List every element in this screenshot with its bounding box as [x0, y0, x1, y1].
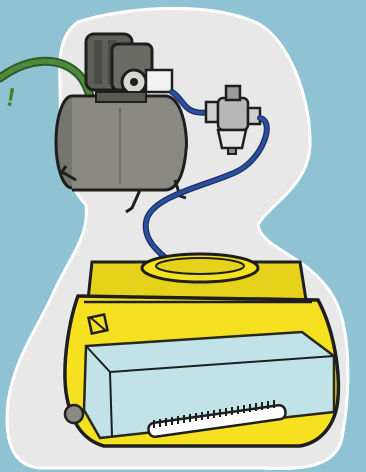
compressor-switch-box	[146, 70, 172, 92]
drain-knob	[65, 405, 83, 423]
compressor-tank	[72, 96, 186, 190]
filter-bowl	[218, 130, 246, 148]
regulator-body	[218, 98, 248, 130]
